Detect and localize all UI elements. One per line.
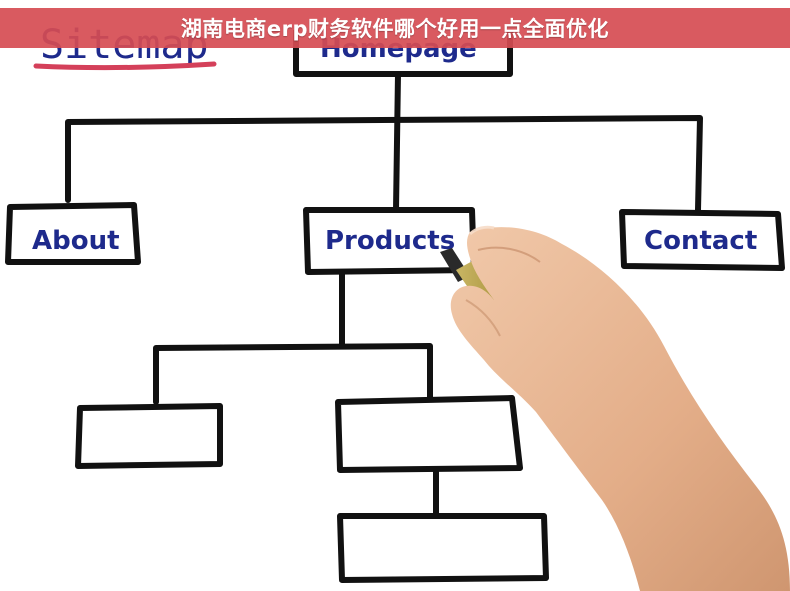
about-label: About bbox=[32, 226, 120, 256]
sitemap-underline bbox=[33, 61, 217, 71]
lower-connectors bbox=[153, 269, 439, 517]
empty-child-box-left bbox=[75, 403, 223, 469]
contact-label: Contact bbox=[644, 226, 757, 256]
banner-title: 湖南电商erp财务软件哪个好用一点全面优化 bbox=[180, 17, 610, 41]
hand bbox=[450, 225, 790, 591]
empty-grandchild-box bbox=[337, 513, 549, 583]
top-connectors bbox=[65, 71, 703, 213]
empty-child-box-right bbox=[335, 395, 523, 473]
contact-node: Contact bbox=[619, 209, 785, 271]
about-node: About bbox=[5, 202, 141, 265]
title-banner: 湖南电商erp财务软件哪个好用一点全面优化 bbox=[0, 8, 790, 48]
products-label: Products bbox=[325, 226, 455, 256]
